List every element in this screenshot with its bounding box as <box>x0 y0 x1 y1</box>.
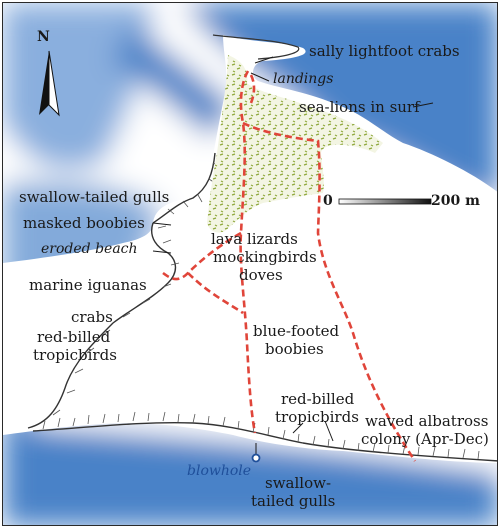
scale-end-label: 200 m <box>431 193 480 209</box>
label-sea-lions: sea-lions in surf <box>299 98 420 116</box>
label-marine-iguanas: marine iguanas <box>29 276 147 294</box>
label-crabs: crabs <box>71 308 113 326</box>
cliff-hatching <box>42 162 480 460</box>
label-red-billed-west-1: red-billed <box>37 328 111 346</box>
south-cliff <box>32 421 497 462</box>
leader-lines <box>152 56 434 455</box>
label-masked-boobies: masked boobies <box>23 214 145 232</box>
north-cliff <box>212 34 300 60</box>
label-waved-albatross-2: colony (Apr-Dec) <box>361 430 489 448</box>
label-blowhole: blowhole <box>187 463 252 479</box>
north-arrow <box>39 50 60 117</box>
label-mockingbirds: mockingbirds <box>213 248 317 266</box>
label-waved-albatross-1: waved albatross <box>365 412 489 430</box>
label-red-billed-west-2: tropicbirds <box>33 346 117 364</box>
scale-start-label: 0 <box>323 193 333 209</box>
blowhole-marker <box>251 453 261 463</box>
label-landings: landings <box>273 71 334 87</box>
label-red-billed-south-1: red-billed <box>281 390 355 408</box>
north-label: N <box>37 29 50 45</box>
map-canvas <box>3 3 497 525</box>
trail-main <box>239 70 257 434</box>
label-doves: doves <box>239 266 283 284</box>
label-eroded-beach: eroded beach <box>41 241 138 257</box>
label-sally-lightfoot-crabs: sally lightfoot crabs <box>309 42 460 60</box>
label-red-billed-south-2: tropicbirds <box>275 408 359 426</box>
label-swallow-tailed-south-2: tailed gulls <box>251 492 336 510</box>
label-swallow-tailed-gulls-west: swallow-tailed gulls <box>19 188 170 206</box>
trail-east <box>242 121 417 462</box>
trail-west-link <box>187 272 244 315</box>
label-blue-footed-1: blue-footed <box>253 322 340 340</box>
label-lava-lizards: lava lizards <box>211 230 298 248</box>
trail-landing <box>249 74 256 104</box>
scale-bar <box>338 198 432 205</box>
label-swallow-tailed-south-1: swallow- <box>265 474 332 492</box>
label-blue-footed-2: boobies <box>265 340 324 358</box>
